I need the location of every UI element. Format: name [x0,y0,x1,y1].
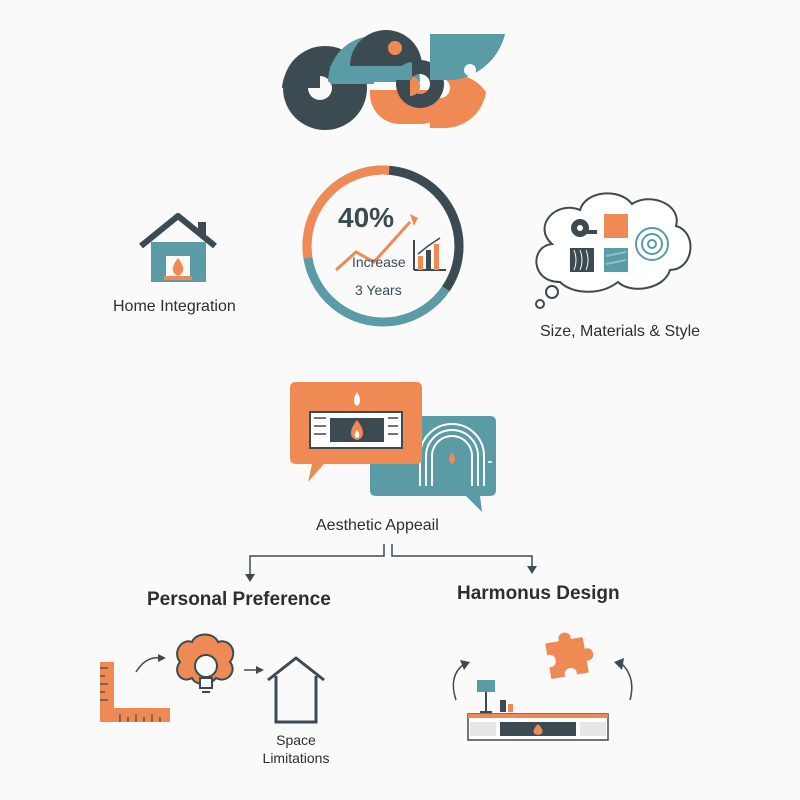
materials-label: Size, Materials & Style [540,323,701,340]
puzzle-piece-icon [545,632,594,680]
stat-percent: 40% [338,202,395,233]
ruler-icon [100,662,170,722]
aesthetic-label: Aesthetic Appeail [316,517,439,534]
media-console-fireplace-icon [467,713,609,741]
space-limitations-label: Space Limitations [262,732,330,766]
home-integration-label: Home Integration [113,298,236,315]
personal-preference-title: Personal Preference [147,589,331,610]
stat-label: Increase [352,254,406,270]
house-outline-icon [267,656,325,724]
harmonus-design-title: Harmonus Design [457,583,620,604]
stat-period: 3 Years [355,282,402,298]
brain-lightbulb-icon [176,633,235,693]
bar-chart-icon [413,237,446,271]
